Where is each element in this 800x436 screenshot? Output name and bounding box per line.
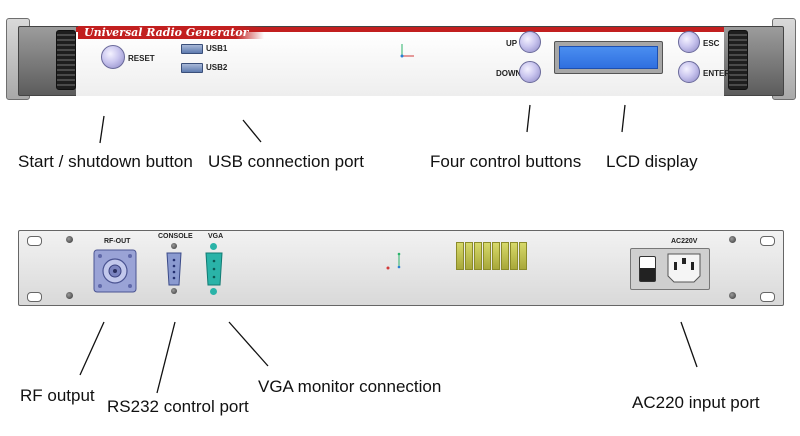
screw-icon [210, 288, 217, 295]
up-button[interactable] [519, 31, 541, 53]
caption-lcd-display: LCD display [606, 152, 698, 171]
caption-rf-output: RF output [20, 386, 95, 405]
usb2-port[interactable] [181, 63, 203, 73]
leader-vga [228, 321, 269, 367]
vent-slot [465, 242, 473, 270]
vga-port[interactable] [203, 252, 225, 286]
leader-ac [680, 321, 698, 368]
reset-label: RESET [128, 54, 155, 63]
caption-ac-input: AC220 input port [632, 393, 760, 412]
screw-icon [171, 243, 177, 249]
leader-rf-output [79, 321, 105, 376]
vent-slot [483, 242, 491, 270]
mount-slot-icon [760, 236, 775, 246]
leader-start-shutdown [99, 115, 105, 144]
vga-label: VGA [208, 233, 224, 240]
enter-label: ENTER [703, 69, 731, 78]
screw-icon [171, 288, 177, 294]
leader-rs232 [156, 321, 176, 394]
lcd-screen [559, 46, 658, 69]
leader-usb [242, 119, 262, 143]
vent-slot [492, 242, 500, 270]
esc-button[interactable] [678, 31, 700, 53]
rf-out-connector[interactable] [92, 248, 138, 294]
power-switch[interactable] [639, 256, 656, 282]
vent-slot [519, 242, 527, 270]
usb2-label: USB2 [206, 63, 228, 72]
down-label: DOWN [496, 69, 522, 78]
console-port[interactable] [164, 252, 184, 286]
screw-icon [66, 292, 73, 299]
caption-vga-monitor: VGA monitor connection [258, 377, 442, 396]
ac-socket[interactable] [665, 252, 703, 284]
vent-slot [501, 242, 509, 270]
left-handle-grip[interactable] [56, 30, 76, 90]
screw-icon [210, 243, 217, 250]
rf-out-label: RF-OUT [104, 238, 131, 245]
usb1-port[interactable] [181, 44, 203, 54]
ac220v-label: AC220V [671, 238, 698, 245]
usb1-label: USB1 [206, 44, 228, 53]
right-handle-grip[interactable] [728, 30, 748, 90]
brand-label: Universal Radio Generator [78, 26, 265, 39]
reset-button[interactable] [101, 45, 125, 69]
mount-slot-icon [760, 292, 775, 302]
down-button[interactable] [519, 61, 541, 83]
vent-slot [456, 242, 464, 270]
caption-control-buttons: Four control buttons [430, 152, 582, 171]
axis-marker-icon [400, 44, 414, 58]
screw-icon [729, 292, 736, 299]
mount-slot-icon [27, 292, 42, 302]
vent-slot [510, 242, 518, 270]
caption-usb-port: USB connection port [208, 152, 364, 171]
leader-lcd [621, 104, 626, 133]
vent-slot [474, 242, 482, 270]
caption-start-shutdown: Start / shutdown button [18, 152, 193, 171]
screw-icon [66, 236, 73, 243]
caption-rs232: RS232 control port [107, 397, 249, 416]
leader-control-buttons [526, 104, 531, 133]
screw-icon [729, 236, 736, 243]
console-label: CONSOLE [158, 233, 193, 240]
axis-marker-icon [386, 252, 401, 270]
lcd-display [554, 41, 663, 74]
esc-label: ESC [703, 39, 720, 48]
enter-button[interactable] [678, 61, 700, 83]
up-label: UP [506, 39, 518, 48]
mount-slot-icon [27, 236, 42, 246]
